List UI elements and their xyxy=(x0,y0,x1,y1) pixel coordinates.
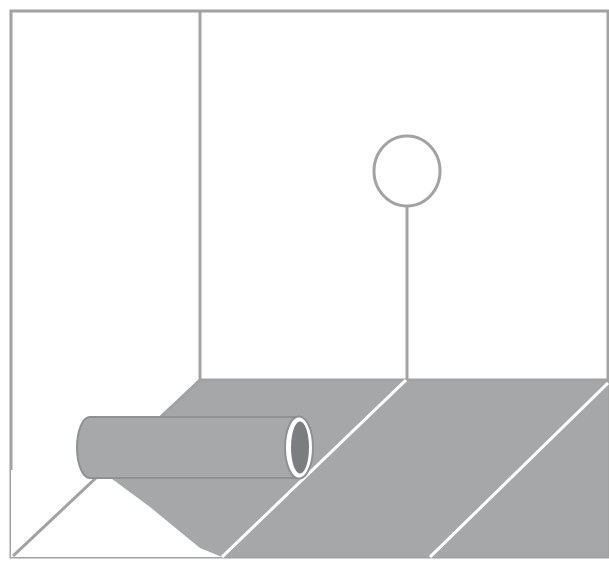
floor-seam-1 xyxy=(220,378,408,559)
roll-cylinder xyxy=(76,415,314,480)
pendant-lamp xyxy=(372,134,442,208)
floor-seam-2 xyxy=(428,381,609,559)
roll-end-opening xyxy=(291,421,309,474)
floor-left-wedge xyxy=(11,470,222,557)
roll-body xyxy=(76,416,299,479)
